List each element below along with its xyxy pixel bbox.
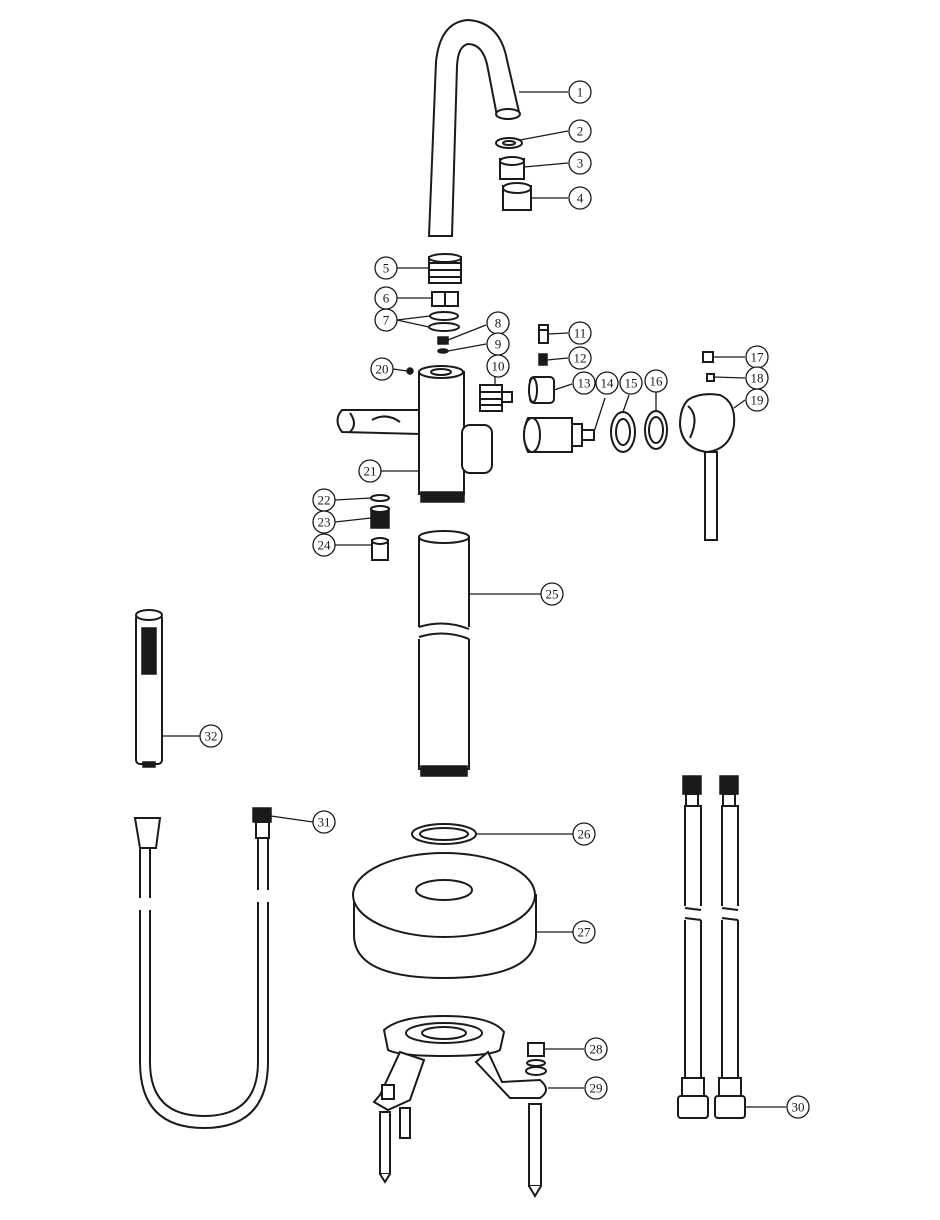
part-cartridge-14 xyxy=(523,417,595,453)
svg-text:17: 17 xyxy=(751,350,765,365)
part-shower-hose-31 xyxy=(133,807,272,1130)
callout-12: 12 xyxy=(568,346,592,370)
callout-28: 28 xyxy=(584,1037,608,1061)
svg-text:20: 20 xyxy=(376,362,389,377)
part-supply-hoses-30 xyxy=(677,775,746,1119)
part-riser-tube-25 xyxy=(416,530,472,777)
callout-5: 5 xyxy=(374,256,398,280)
svg-text:4: 4 xyxy=(577,191,584,206)
svg-text:13: 13 xyxy=(578,376,591,391)
svg-text:15: 15 xyxy=(625,376,638,391)
part-ring-16 xyxy=(644,410,668,450)
svg-text:10: 10 xyxy=(492,359,505,374)
part-spout xyxy=(427,18,521,237)
part-washer-2 xyxy=(495,137,523,149)
callout-32: 32 xyxy=(199,724,223,748)
part-screw-11 xyxy=(538,324,549,344)
svg-text:18: 18 xyxy=(751,371,764,386)
callout-25: 25 xyxy=(540,582,564,606)
callout-15: 15 xyxy=(619,371,643,395)
part-nut-23 xyxy=(370,505,390,529)
part-bushing-24 xyxy=(371,537,389,561)
svg-text:29: 29 xyxy=(590,1081,603,1096)
svg-text:30: 30 xyxy=(792,1100,805,1115)
svg-text:26: 26 xyxy=(578,827,592,842)
part-ring-26 xyxy=(411,823,477,845)
callout-29: 29 xyxy=(584,1076,608,1100)
callout-19: 19 xyxy=(745,388,769,412)
part-nut-28 xyxy=(525,1042,547,1076)
svg-text:23: 23 xyxy=(318,515,331,530)
part-aerator-housing-4 xyxy=(502,182,532,211)
part-hex-nut-6 xyxy=(431,291,459,307)
svg-text:22: 22 xyxy=(318,493,331,508)
svg-text:31: 31 xyxy=(318,815,331,830)
part-washer-9 xyxy=(437,348,449,354)
part-o-rings-7 xyxy=(428,311,460,332)
svg-text:27: 27 xyxy=(578,925,592,940)
part-lever-handle-19 xyxy=(678,393,736,541)
callout-13: 13 xyxy=(572,371,596,395)
leader-lines xyxy=(162,91,786,1108)
callout-9: 9 xyxy=(486,332,510,356)
part-screw-20 xyxy=(406,367,414,375)
callout-20: 20 xyxy=(370,357,394,381)
callout-10: 10 xyxy=(486,354,510,378)
part-diverter-10 xyxy=(479,384,513,412)
part-mounting-bracket-29 xyxy=(372,1014,547,1198)
part-hand-shower-32 xyxy=(135,609,163,768)
svg-text:3: 3 xyxy=(577,156,584,171)
svg-text:14: 14 xyxy=(601,376,615,391)
svg-text:7: 7 xyxy=(383,313,390,328)
callout-1: 1 xyxy=(568,80,592,104)
svg-text:5: 5 xyxy=(383,261,390,276)
part-aerator-3 xyxy=(499,156,525,180)
callout-7: 7 xyxy=(374,308,398,332)
svg-text:1: 1 xyxy=(577,85,584,100)
svg-text:9: 9 xyxy=(495,337,502,352)
part-washer-22 xyxy=(370,494,390,502)
svg-text:28: 28 xyxy=(590,1042,603,1057)
callout-4: 4 xyxy=(568,186,592,210)
callout-27: 27 xyxy=(572,920,596,944)
callout-3: 3 xyxy=(568,151,592,175)
svg-text:11: 11 xyxy=(574,326,587,341)
callout-21: 21 xyxy=(358,459,382,483)
callout-2: 2 xyxy=(568,119,592,143)
svg-text:21: 21 xyxy=(364,464,377,479)
callout-6: 6 xyxy=(374,286,398,310)
callout-22: 22 xyxy=(312,488,336,512)
callout-31: 31 xyxy=(312,810,336,834)
part-base-cover-27 xyxy=(352,852,537,980)
svg-text:8: 8 xyxy=(495,316,502,331)
callout-23: 23 xyxy=(312,510,336,534)
svg-text:24: 24 xyxy=(318,538,332,553)
callout-26: 26 xyxy=(572,822,596,846)
callout-30: 30 xyxy=(786,1095,810,1119)
svg-text:6: 6 xyxy=(383,291,390,306)
part-washer-18 xyxy=(706,373,715,382)
callout-24: 24 xyxy=(312,533,336,557)
svg-text:25: 25 xyxy=(546,587,559,602)
svg-text:12: 12 xyxy=(574,351,587,366)
callout-14: 14 xyxy=(595,371,619,395)
callout-17: 17 xyxy=(745,345,769,369)
part-body-21 xyxy=(336,365,493,503)
part-sleeve-13 xyxy=(528,376,555,404)
svg-text:2: 2 xyxy=(577,124,584,139)
svg-text:19: 19 xyxy=(751,393,764,408)
callout-18: 18 xyxy=(745,366,769,390)
svg-text:16: 16 xyxy=(650,374,664,389)
svg-text:32: 32 xyxy=(205,729,218,744)
part-screw-8 xyxy=(437,336,449,345)
part-screw-12 xyxy=(538,353,548,366)
callout-11: 11 xyxy=(568,321,592,345)
callout-8: 8 xyxy=(486,311,510,335)
callout-16: 16 xyxy=(644,369,668,393)
part-threaded-nut-5 xyxy=(428,253,462,284)
part-bonnet-15 xyxy=(610,411,636,453)
part-grub-screw-17 xyxy=(702,351,714,363)
